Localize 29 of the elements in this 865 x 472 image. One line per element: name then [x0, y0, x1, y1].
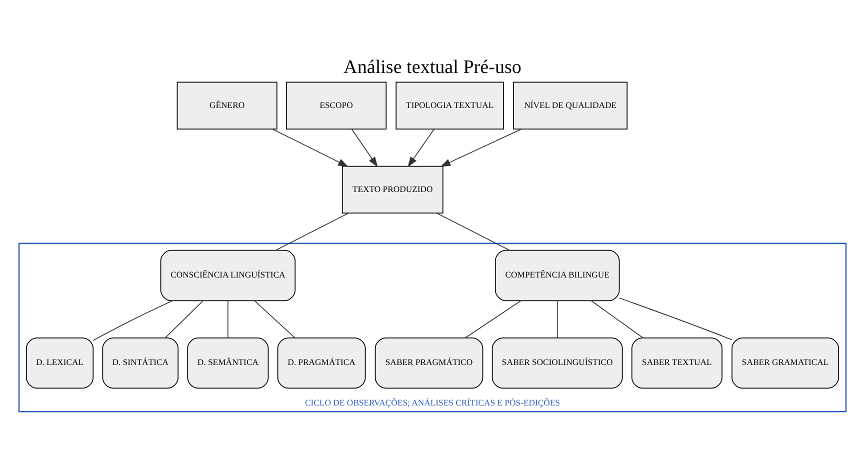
connector	[618, 297, 732, 340]
node-box: TIPOLOGIA TEXTUAL	[396, 81, 504, 129]
node-box: D. PRAGMÁTICA	[277, 336, 366, 388]
node-box: NÍVEL DE QUALIDADE	[513, 81, 628, 129]
node-box: COMPETÊNCIA BILINGUE	[494, 249, 620, 301]
node-box: SABER GRAMATICAL	[732, 336, 840, 388]
connector	[436, 212, 510, 250]
node-box: CONSCIÊNCIA LINGUÍSTICA	[160, 249, 296, 301]
node-box: D. LEXICAL	[26, 336, 94, 388]
node-box: D. SINTÁTICA	[102, 336, 179, 388]
arrow	[272, 128, 348, 166]
node-box: SABER TEXTUAL	[631, 336, 722, 388]
arrow	[440, 128, 522, 166]
node-box: ESCOPO	[286, 81, 387, 129]
connector	[464, 300, 522, 338]
node-box: SABER SOCIOLINGUÍSTICO	[492, 336, 623, 388]
node-box: SABER PRAGMÁTICO	[374, 336, 484, 388]
connector	[92, 300, 173, 340]
connector	[275, 212, 349, 250]
arrow	[351, 128, 378, 167]
node-box: D. SEMÂNTICA	[187, 336, 269, 388]
node-box: GÊNERO	[176, 81, 278, 129]
diagram-title: Análise textual Pré-uso	[344, 56, 522, 78]
node-box: TEXTO PRODUZIDO	[342, 165, 444, 214]
connector	[590, 300, 644, 338]
connector	[254, 300, 296, 338]
connector	[164, 300, 204, 338]
connector	[556, 300, 558, 338]
arrow	[408, 128, 434, 167]
